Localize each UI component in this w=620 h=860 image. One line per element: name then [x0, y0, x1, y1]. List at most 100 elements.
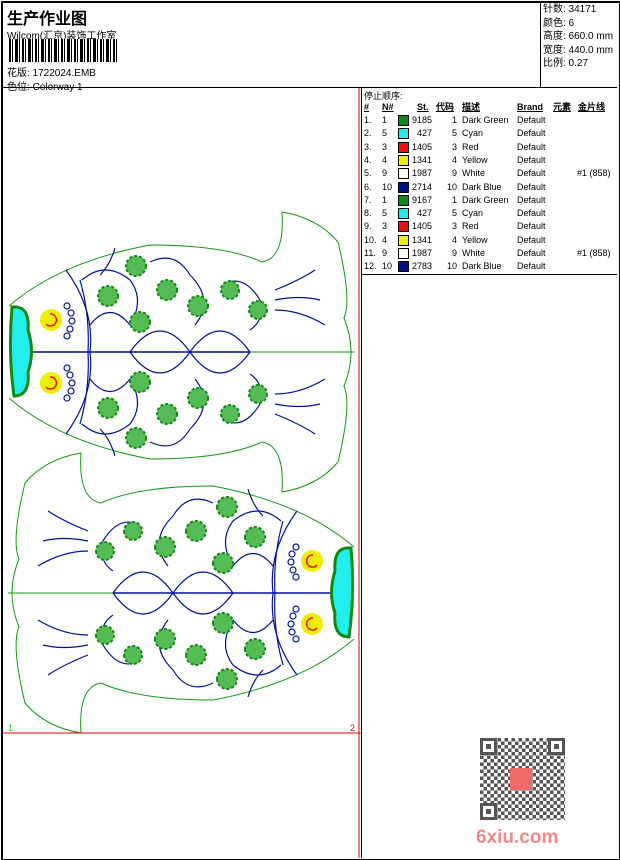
table-row: 1. 1 9185 1 Dark Green Default [362, 114, 617, 127]
embroidery-preview: 1 2 [3, 88, 361, 858]
divider [3, 87, 617, 88]
row-brand: Default [517, 168, 546, 179]
col-brand: Brand [517, 102, 544, 112]
row-brand: Default [517, 208, 546, 219]
row-needle: 1 [382, 115, 388, 125]
row-index: 5. [364, 168, 372, 179]
row-brand: Default [517, 261, 546, 272]
row-description: Yellow [462, 234, 488, 245]
row-index: 11. [364, 248, 376, 258]
fish-design-bottom [6, 451, 356, 735]
row-needle: 3 [382, 141, 388, 152]
row-brand: Default [517, 128, 546, 139]
row-code: 1 [451, 115, 457, 125]
page-title: 生产作业图 [7, 11, 88, 28]
color-swatch [398, 181, 409, 193]
company-name: Wilcom(汇京)装饰工作室 [7, 31, 117, 42]
row-needle: 10 [382, 261, 393, 272]
design-width: 宽度: 440.0 mm [543, 44, 614, 56]
row-needle: 9 [382, 248, 388, 258]
row-brand: Default [517, 194, 546, 205]
row-description: Dark Green [462, 115, 509, 125]
design-info: 针数: 34171 颜色: 6 高度: 660.0 mm 宽度: 440.0 m… [540, 3, 618, 87]
row-description: White [462, 248, 486, 258]
row-stitches: 2783 [411, 261, 432, 272]
table-header: # N# St. 代码 描述 Brand 元素 金片线 [362, 101, 617, 114]
row-stitches: 427 [416, 208, 432, 219]
col-description: 描述 [462, 102, 481, 112]
row-code: 4 [451, 154, 457, 165]
row-sequin: #1 (858) [577, 248, 611, 258]
row-brand: Default [517, 221, 546, 232]
color-swatch [398, 168, 409, 180]
row-brand: Default [517, 154, 546, 165]
design-label: 花版: [7, 68, 30, 79]
col-index: # [364, 102, 370, 112]
row-index: 7. [364, 194, 372, 205]
row-index: 9. [364, 221, 372, 232]
row-code: 5 [451, 128, 457, 139]
row-brand: Default [517, 141, 546, 152]
col-needle: N# [382, 102, 394, 112]
row-stitches: 1987 [411, 248, 432, 258]
row-needle: 10 [382, 181, 393, 192]
color-swatch [398, 141, 409, 153]
barcode [9, 39, 119, 62]
divider [361, 88, 362, 858]
row-needle: 9 [382, 168, 388, 179]
qr-finder [480, 738, 497, 755]
col-sequin: 金片线 [578, 102, 606, 112]
qr-code [480, 738, 565, 820]
qr-finder [548, 738, 565, 755]
color-count: 颜色: 6 [543, 17, 575, 29]
row-code: 3 [451, 141, 457, 152]
row-stitches: 9185 [411, 115, 432, 125]
row-index: 2. [364, 128, 372, 139]
row-needle: 4 [382, 234, 388, 245]
row-needle: 5 [382, 208, 388, 219]
watermark: 6xiu.com [476, 827, 559, 848]
row-needle: 5 [382, 128, 388, 139]
seal-stamp [510, 768, 532, 790]
row-index: 1. [364, 115, 372, 125]
design-scale: 比例: 0.27 [543, 58, 589, 69]
row-description: White [462, 168, 486, 179]
fish-design-top [7, 210, 357, 494]
marker-2: 2 [350, 723, 355, 733]
row-brand: Default [517, 234, 546, 245]
stitch-count: 针数: 34171 [543, 4, 597, 15]
color-swatch [398, 154, 409, 166]
col-element: 元素 [553, 102, 572, 112]
color-swatch [398, 208, 409, 220]
row-code: 10 [446, 261, 457, 272]
row-description: Cyan [462, 208, 484, 219]
row-code: 1 [451, 194, 457, 205]
row-description: Dark Blue [462, 181, 502, 192]
color-swatch [398, 234, 409, 246]
row-code: 4 [451, 234, 457, 245]
row-index: 12. [364, 261, 377, 272]
col-code: 代码 [436, 102, 455, 112]
row-stitches: 1341 [411, 234, 432, 245]
color-swatch [398, 115, 409, 126]
row-brand: Default [517, 115, 546, 125]
row-description: Red [462, 221, 479, 232]
color-swatch [398, 194, 409, 206]
row-description: Red [462, 141, 479, 152]
color-swatch [398, 128, 409, 140]
row-code: 9 [451, 248, 457, 258]
row-stitches: 1405 [411, 221, 432, 232]
row-needle: 1 [382, 194, 388, 205]
row-needle: 3 [382, 221, 388, 232]
design-file: 花版: 1722024.EMB [7, 64, 96, 79]
row-index: 8. [364, 208, 372, 219]
row-sequin: #1 (858) [577, 168, 611, 179]
